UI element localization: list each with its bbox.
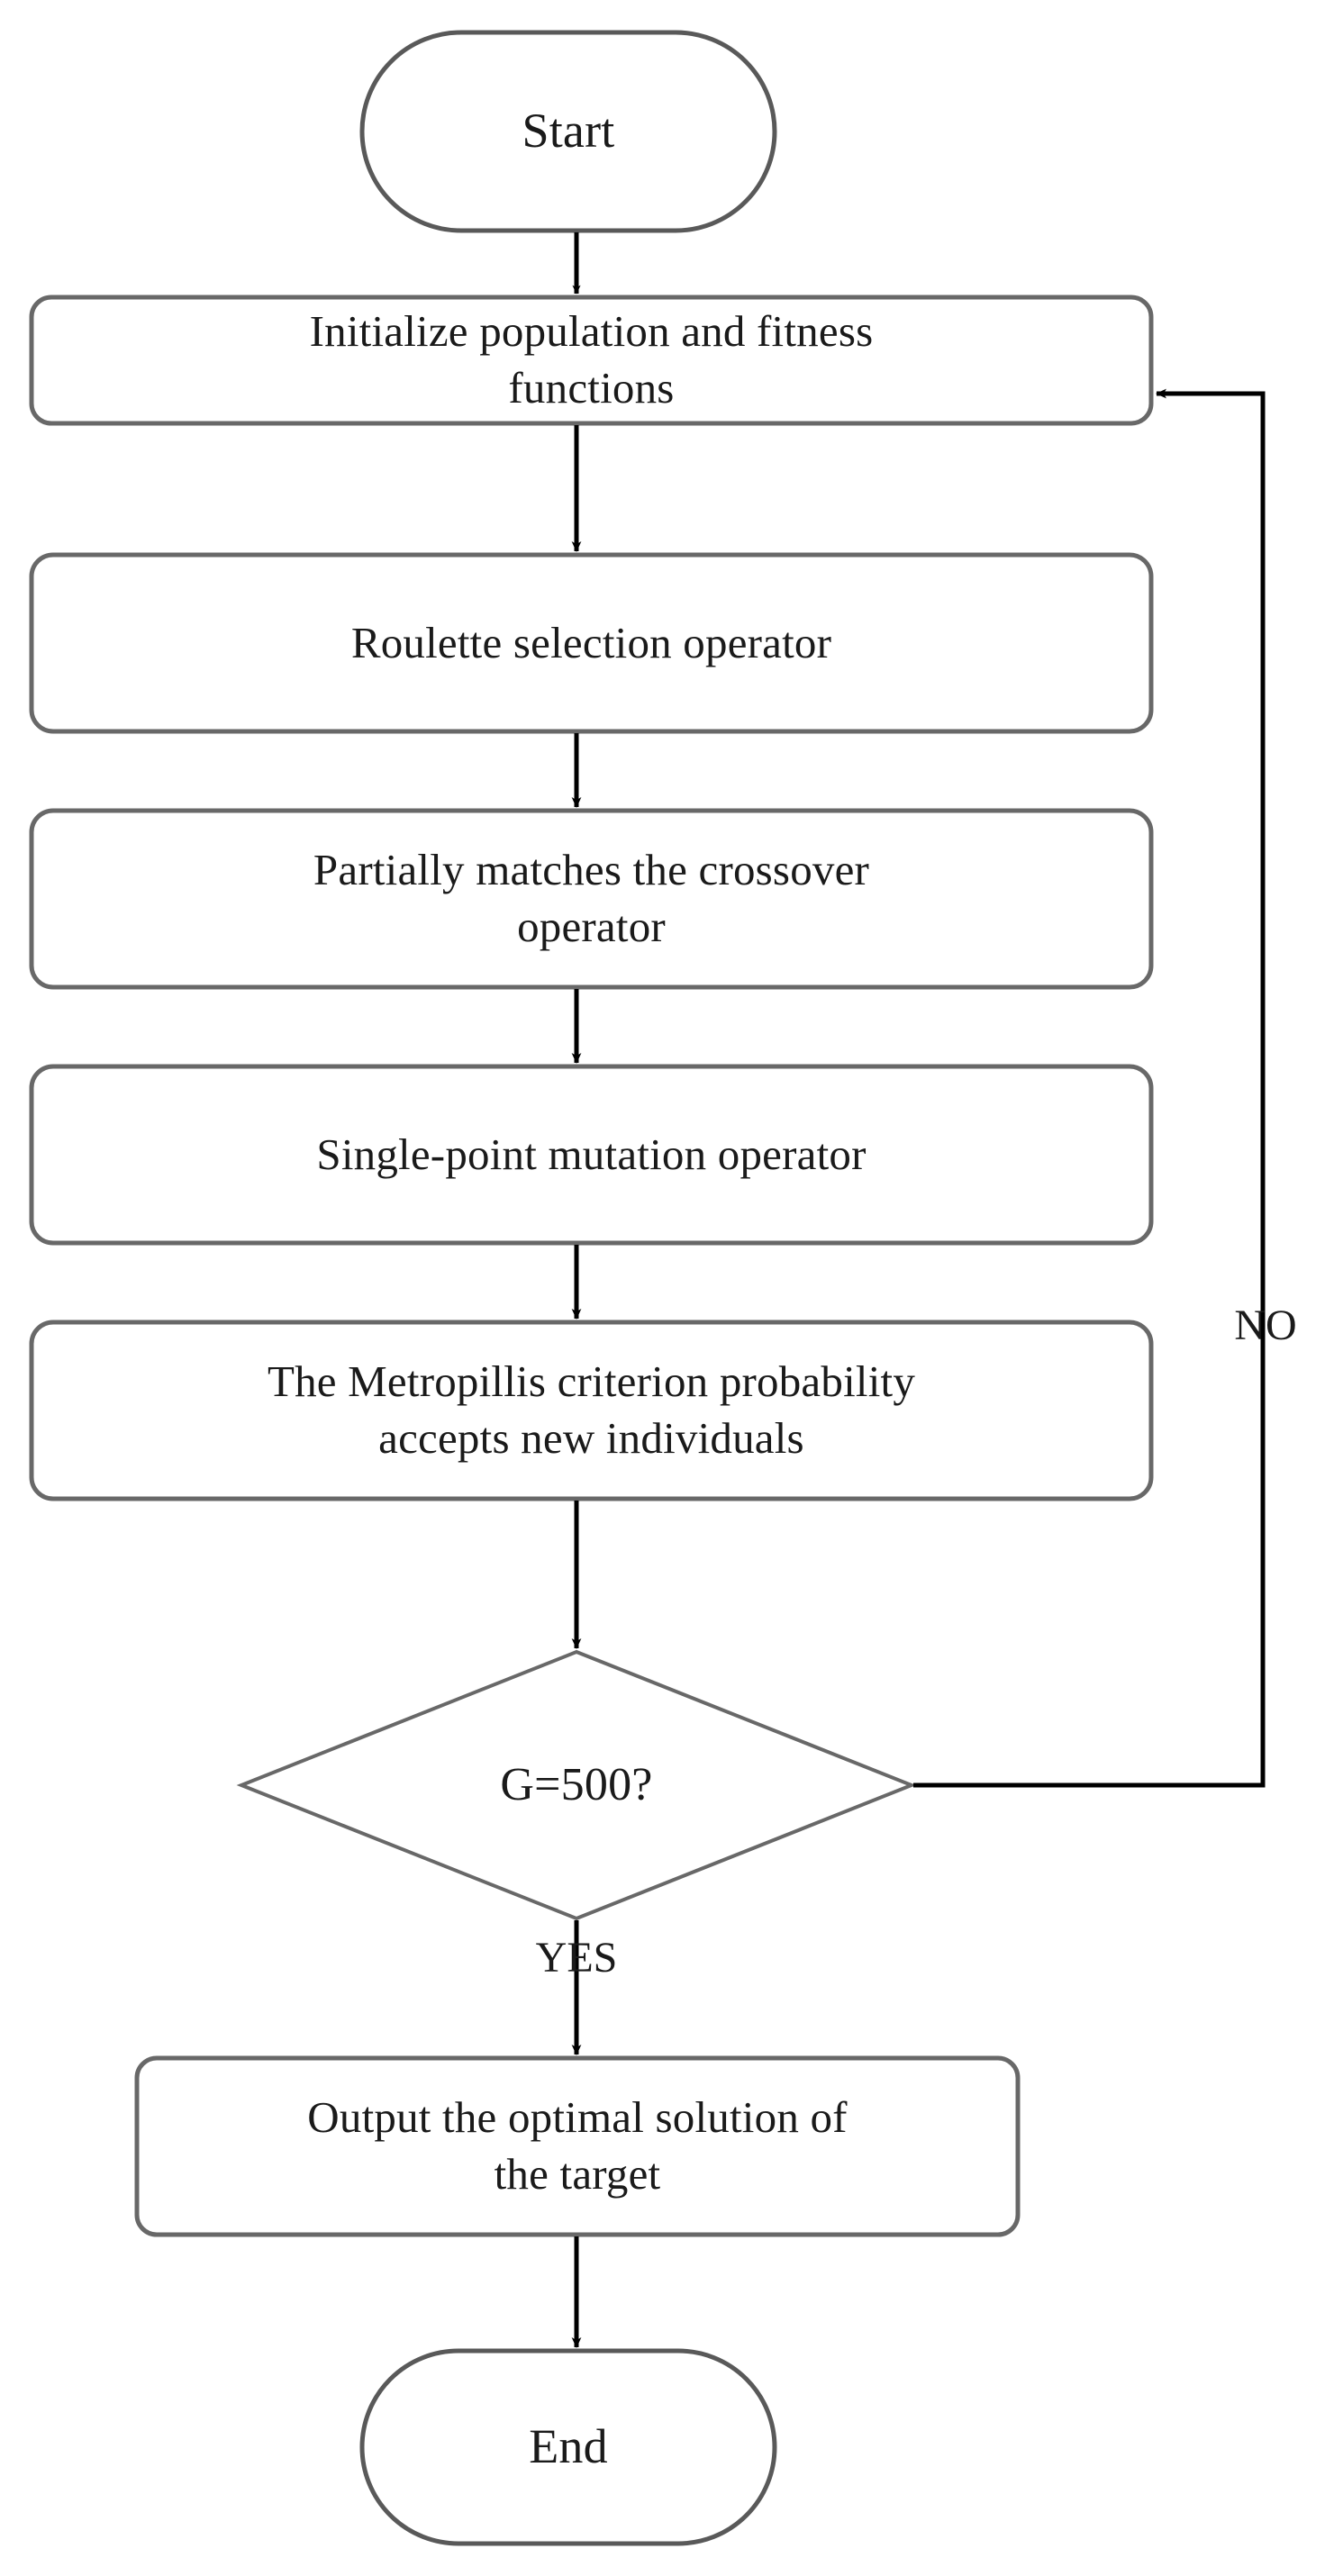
metropolis-node-shape	[29, 1320, 1154, 1501]
edge-label-yes: YES	[535, 1934, 618, 1982]
output-node-shape	[134, 2055, 1021, 2237]
initialize-node-shape	[29, 295, 1154, 426]
start-node-shape	[359, 30, 777, 233]
edge-label-no: NO	[1234, 1302, 1297, 1349]
decision-node-shape	[236, 1649, 917, 1921]
mutation-node-shape	[29, 1064, 1154, 1246]
edge-decision-no-feedback	[913, 388, 1266, 1788]
end-node-shape	[359, 2348, 777, 2546]
crossover-node-shape	[29, 808, 1154, 990]
selection-node-shape	[29, 552, 1154, 734]
